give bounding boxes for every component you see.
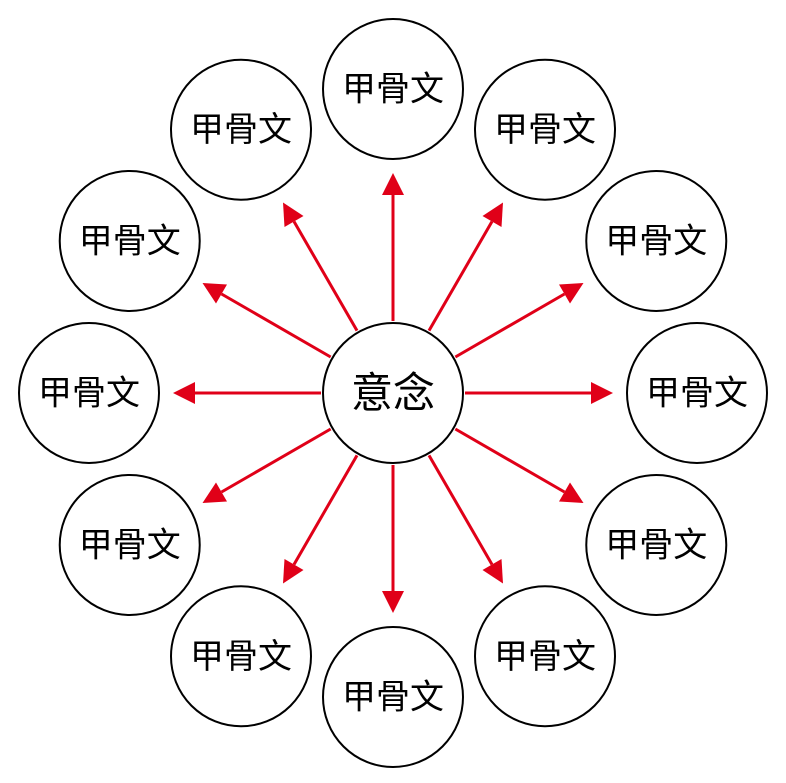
satellite-label: 甲骨文 [342, 678, 444, 718]
satellite-circle [322, 626, 464, 768]
satellite-label: 甲骨文 [38, 374, 140, 414]
satellite-label: 甲骨文 [494, 110, 596, 150]
satellite-circle [585, 474, 728, 616]
satellite-circle [474, 58, 616, 201]
arrow-head [559, 482, 584, 503]
arrow-head [283, 202, 304, 227]
satellite-circle [474, 585, 616, 728]
arrow-head [283, 559, 304, 584]
arrow-head [382, 173, 404, 195]
arrow-head [591, 382, 613, 404]
center-node: 意念 [322, 322, 464, 464]
satellite-label: 甲骨文 [605, 526, 707, 566]
satellite-label: 甲骨文 [79, 222, 181, 262]
satellite-node: 甲骨文 [585, 170, 728, 312]
arrow-shaft [292, 220, 359, 332]
arrow-head [382, 591, 404, 613]
satellite-node: 甲骨文 [585, 474, 728, 616]
satellite-circle [585, 170, 728, 312]
satellite-circle [18, 322, 160, 464]
satellite-label: 甲骨文 [190, 110, 292, 150]
satellite-circle [626, 322, 768, 464]
arrow-head [202, 283, 227, 304]
satellite-node: 甲骨文 [58, 474, 201, 616]
satellite-label: 甲骨文 [494, 637, 596, 677]
satellite-label: 甲骨文 [190, 637, 292, 677]
satellite-circle [58, 170, 201, 312]
satellite-circle [170, 585, 312, 728]
center-circle [322, 322, 464, 464]
satellite-label: 甲骨文 [79, 526, 181, 566]
arrow-shaft [454, 292, 566, 359]
arrow-shaft [427, 454, 494, 566]
satellite-node: 甲骨文 [474, 585, 616, 728]
arrow-head [173, 382, 195, 404]
satellite-node: 甲骨文 [170, 58, 312, 201]
satellite-node: 甲骨文 [626, 322, 768, 464]
satellite-node: 甲骨文 [58, 170, 201, 312]
arrow-head [202, 482, 227, 503]
arrow-shaft [220, 292, 332, 359]
satellite-node: 甲骨文 [322, 18, 464, 160]
arrow-shaft [220, 427, 332, 494]
satellite-node: 甲骨文 [474, 58, 616, 201]
arrow-shaft [427, 220, 494, 332]
satellite-label: 甲骨文 [646, 374, 748, 414]
arrow-shaft [454, 427, 566, 494]
satellite-label: 甲骨文 [342, 70, 444, 110]
satellite-node: 甲骨文 [322, 626, 464, 768]
satellite-node: 甲骨文 [18, 322, 160, 464]
arrows-layer [173, 173, 613, 613]
center-label: 意念 [351, 369, 435, 418]
satellite-circle [322, 18, 464, 160]
arrow-shaft [292, 454, 359, 566]
arrow-head [482, 559, 503, 584]
arrow-head [482, 202, 503, 227]
satellite-node: 甲骨文 [170, 585, 312, 728]
satellite-circle [58, 474, 201, 616]
satellite-label: 甲骨文 [605, 222, 707, 262]
satellite-circle [170, 58, 312, 201]
arrow-head [559, 283, 584, 304]
